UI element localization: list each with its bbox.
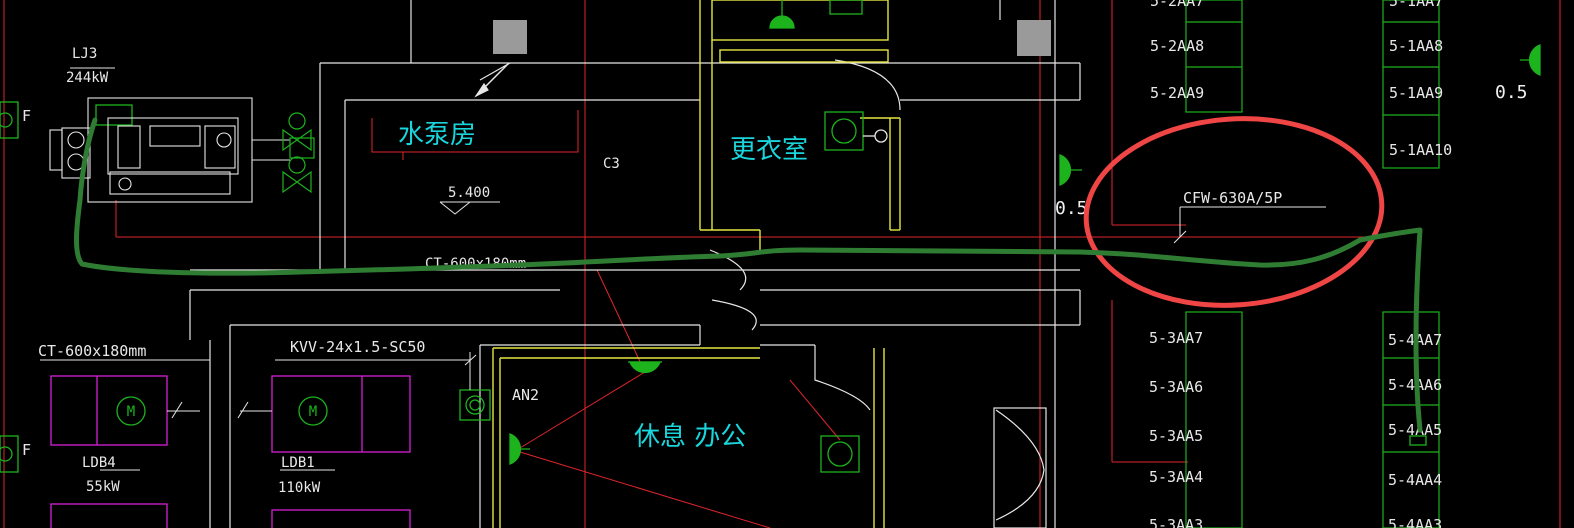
yellow-walls: [492, 0, 901, 528]
panel-label: 5-3AA6: [1149, 378, 1203, 396]
marker-label: F: [22, 441, 31, 459]
elevation-label: 5.400: [448, 185, 490, 201]
valve-motor-icon: [288, 156, 306, 174]
left-device-icon: [0, 101, 19, 139]
breaker-label: CFW-630A/5P: [1183, 189, 1282, 207]
panel-label: 5-3AA7: [1149, 329, 1203, 347]
cable-tray-label: CT-600x180mm: [38, 342, 146, 360]
height-label: 0.5: [1055, 198, 1088, 219]
room-label-rest-office: 休息 办公: [634, 422, 746, 452]
markup-red-circle: [1083, 116, 1385, 308]
device-label: AN2: [512, 386, 539, 404]
column-block: [493, 20, 527, 54]
marker-label: F: [22, 107, 31, 125]
column-label: C3: [603, 156, 620, 172]
motor-symbol: M: [309, 404, 317, 420]
socket-icon: [824, 111, 864, 151]
equipment-power: 110kW: [278, 480, 321, 496]
motor-icon: [298, 396, 328, 426]
panel-label: 5-4AA5: [1388, 421, 1442, 439]
panel-label: 5-1AA10: [1389, 141, 1452, 159]
red-lines: [3, 0, 1561, 528]
ceiling-lamp-icon: [629, 361, 661, 374]
left-device-icon: [0, 435, 19, 473]
valve-group: [282, 112, 315, 194]
panel-label: 5-2AA7: [1150, 0, 1204, 10]
cable-spec-label: KVV-24x1.5-SC50: [290, 338, 425, 356]
valve-icon: [282, 170, 312, 194]
valve-icon: [282, 128, 312, 152]
motor-icon: [116, 396, 146, 426]
panel-label: 5-3AA5: [1149, 427, 1203, 445]
panel-list-5-2: 5-2AA7 5-2AA8 5-2AA9: [1150, 0, 1204, 102]
chiller-lj3-icon: [49, 97, 290, 203]
motor-frame-icon: [95, 104, 133, 126]
motor-symbol: M: [127, 404, 135, 420]
markup-green-route: [74, 117, 1423, 433]
socket-icon: [820, 435, 860, 473]
panel-label: 5-3AA3: [1149, 516, 1203, 528]
panel-label: 5-4AA4: [1388, 471, 1442, 489]
green-symbols: [0, 0, 1541, 473]
panel-label: 5-4AA3: [1388, 516, 1442, 528]
panel-columns: [1185, 0, 1440, 528]
panel-label: 5-1AA7: [1389, 0, 1443, 10]
equipment-power: 55kW: [86, 479, 120, 495]
equipment-name: LDB1: [281, 455, 315, 471]
panel-label: 5-3AA4: [1149, 468, 1203, 486]
panel-label: 5-2AA8: [1150, 37, 1204, 55]
motor-circles: [116, 396, 328, 426]
panel-label: 5-2AA9: [1150, 84, 1204, 102]
panel-list-5-3: 5-3AA7 5-3AA6 5-3AA5 5-3AA4 5-3AA3: [1149, 329, 1203, 528]
equipment-name: LDB4: [82, 455, 116, 471]
socket-icon: [829, 0, 863, 15]
panel-list-5-1: 5-1AA7 5-1AA8 5-1AA9 5-1AA10: [1389, 0, 1452, 159]
valve-motor-icon: [288, 112, 306, 130]
room-label-pump: 水泵房: [398, 120, 476, 150]
panel-label: 5-1AA9: [1389, 84, 1443, 102]
lamp-icon: [769, 15, 795, 29]
junction-box-icon: [459, 389, 491, 421]
equipment-name: LJ3: [72, 46, 97, 62]
equipment-power: 244kW: [66, 70, 109, 86]
height-label: 0.5: [1495, 82, 1528, 103]
motor-cables: [40, 67, 1326, 471]
room-label-locker: 更衣室: [730, 135, 808, 165]
column-block: [1017, 20, 1051, 56]
panel-label: 5-1AA8: [1389, 37, 1443, 55]
